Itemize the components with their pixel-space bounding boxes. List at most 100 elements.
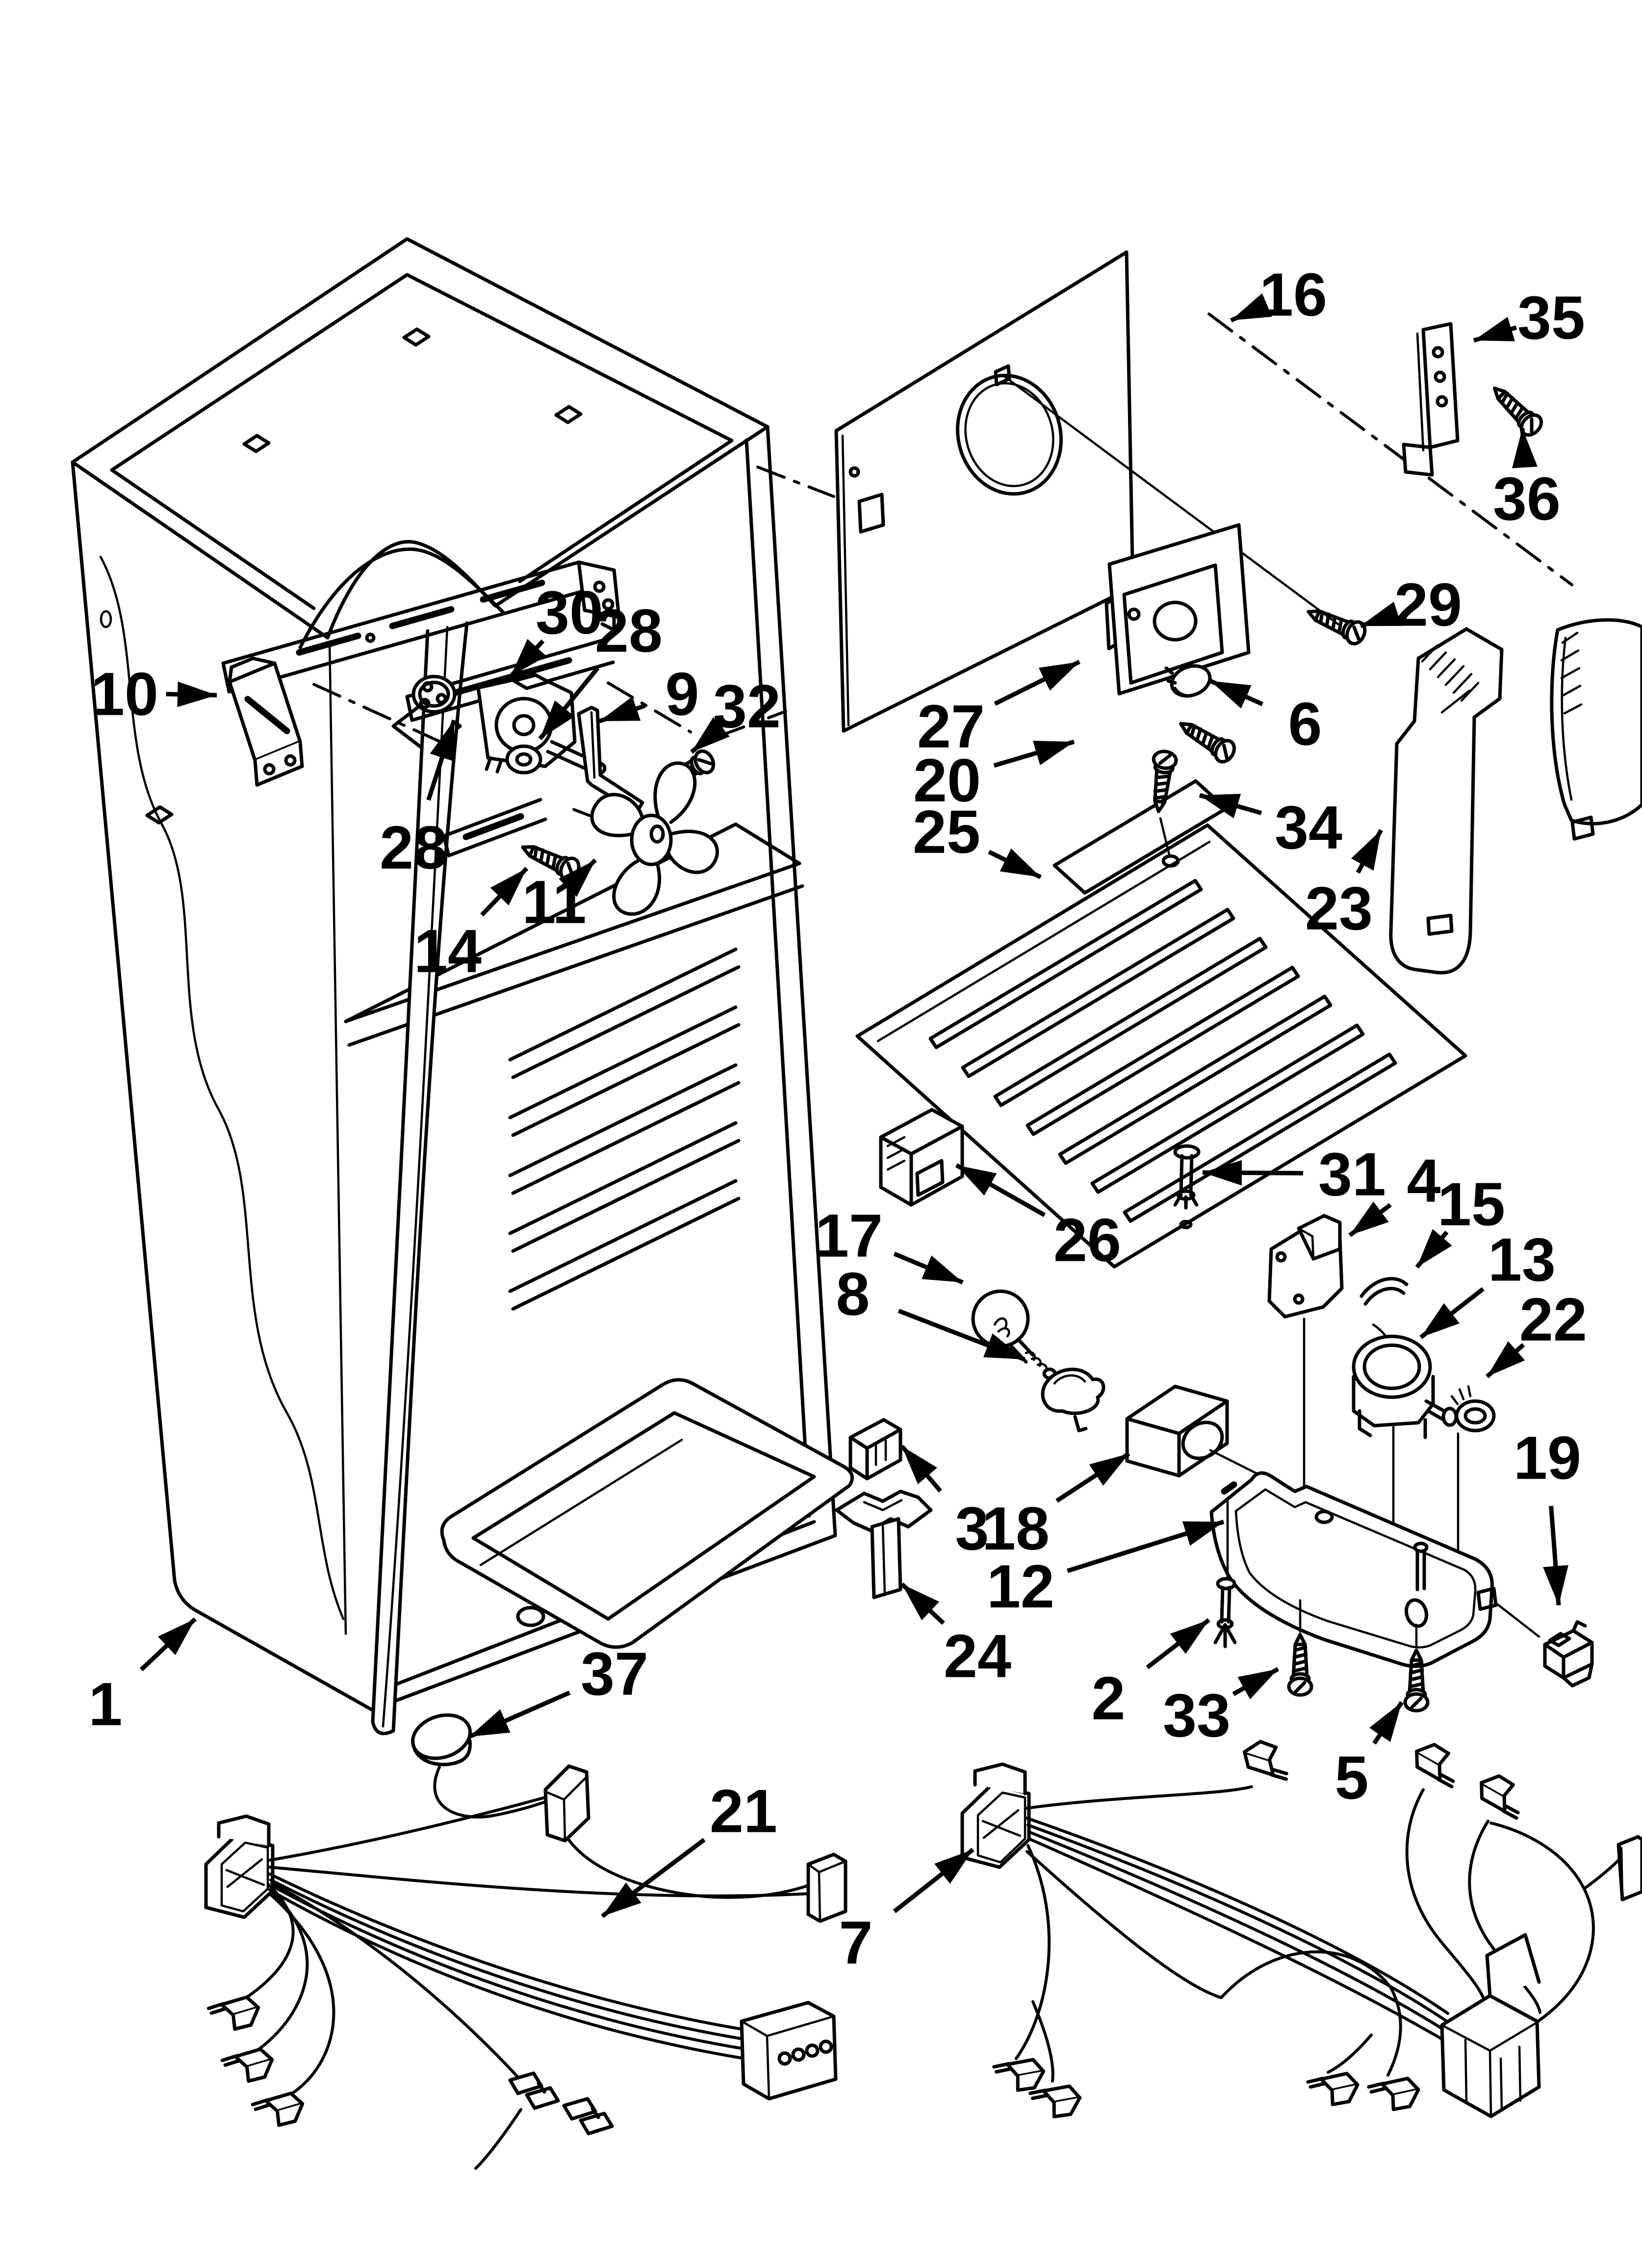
part-number-label: 37 bbox=[581, 1641, 648, 1708]
callout-arrow bbox=[1199, 793, 1262, 819]
callout-19-18: 19 bbox=[1514, 1425, 1581, 1606]
defrost-control-art bbox=[1267, 1214, 1496, 1564]
callout-arrow bbox=[1232, 1667, 1280, 1699]
evaporator-fan-art bbox=[312, 673, 787, 916]
part-number-label: 21 bbox=[710, 1778, 777, 1846]
callout-arrow bbox=[1351, 829, 1383, 874]
callout-arrow bbox=[538, 666, 600, 740]
callout-arrow bbox=[166, 681, 217, 707]
callout-14-13: 14 bbox=[414, 866, 529, 986]
part-number-label: 17 bbox=[815, 1202, 883, 1270]
callout-arrow bbox=[1360, 601, 1402, 628]
callout-11-10: 11 bbox=[522, 858, 597, 937]
callout-arrow bbox=[1209, 678, 1263, 709]
callout-arrow bbox=[900, 1582, 945, 1625]
part-number-label: 29 bbox=[1394, 572, 1462, 639]
part-number-label: 3 bbox=[955, 1495, 989, 1563]
callout-20-19: 20 bbox=[913, 739, 1075, 815]
callout-arrow bbox=[601, 1838, 706, 1918]
part-number-label: 30 bbox=[536, 579, 603, 647]
callout-arrow bbox=[468, 1691, 571, 1739]
callout-7-6: 7 bbox=[839, 1848, 975, 1977]
callout-arrow bbox=[893, 1251, 964, 1285]
callout-9-8: 9 bbox=[598, 661, 699, 729]
callout-8-7: 8 bbox=[836, 1261, 1026, 1362]
callout-31-31: 31 bbox=[1202, 1141, 1386, 1209]
callout-33-33: 33 bbox=[1163, 1667, 1280, 1750]
callout-35-35: 35 bbox=[1473, 285, 1585, 352]
part-number-label: 11 bbox=[522, 869, 586, 937]
callout-6-5: 6 bbox=[1209, 678, 1322, 758]
callout-12-11: 12 bbox=[987, 1519, 1225, 1621]
part-number-label: 31 bbox=[1318, 1141, 1386, 1209]
callout-arrow bbox=[988, 848, 1042, 880]
callout-28-28: 28 bbox=[380, 719, 457, 882]
callout-arrow bbox=[1512, 428, 1538, 469]
part-number-label: 27 bbox=[917, 693, 985, 761]
callout-arrow bbox=[900, 1445, 943, 1493]
callout-10-9: 10 bbox=[91, 661, 217, 729]
refrigerator-liner-art bbox=[71, 237, 854, 1736]
part-number-label: 12 bbox=[987, 1553, 1054, 1621]
callout-23-22: 23 bbox=[1305, 829, 1383, 943]
callout-4-3: 4 bbox=[1348, 1147, 1441, 1237]
callout-arrow bbox=[1369, 1701, 1404, 1745]
part-number-label: 4 bbox=[1407, 1147, 1441, 1215]
part-number-label: 6 bbox=[1288, 691, 1322, 758]
callout-36-36: 36 bbox=[1493, 428, 1561, 533]
callout-arrow bbox=[1473, 316, 1517, 343]
air-damper-art bbox=[879, 1108, 964, 1207]
callout-arrow bbox=[1146, 1618, 1210, 1669]
callout-17-16: 17 bbox=[815, 1202, 964, 1285]
callout-arrow bbox=[1055, 1452, 1130, 1503]
part-number-label: 1 bbox=[89, 1671, 123, 1739]
duct-and-fasteners-art bbox=[1107, 322, 1545, 765]
callout-13-12: 13 bbox=[1419, 1226, 1556, 1339]
part-number-label: 23 bbox=[1305, 875, 1373, 943]
callout-arrow bbox=[139, 1617, 197, 1671]
part-number-label: 32 bbox=[713, 673, 781, 741]
part-number-label: 25 bbox=[913, 799, 980, 866]
callout-arrow bbox=[480, 866, 529, 917]
drain-trough-art bbox=[1209, 1471, 1594, 1711]
callout-18-17: 18 bbox=[982, 1452, 1130, 1563]
callout-25-24: 25 bbox=[913, 799, 1042, 880]
part-number-label: 10 bbox=[91, 661, 158, 729]
air-tower-art bbox=[1389, 618, 1642, 975]
callout-27-26: 27 bbox=[917, 659, 1081, 761]
callout-37-37: 37 bbox=[468, 1641, 648, 1739]
part-number-label: 22 bbox=[1519, 1286, 1587, 1354]
callout-arrow bbox=[1419, 1287, 1485, 1339]
callout-29-29: 29 bbox=[1360, 572, 1462, 639]
callout-21-20: 21 bbox=[601, 1778, 777, 1918]
callout-34-34: 34 bbox=[1199, 793, 1342, 862]
part-number-label: 15 bbox=[1437, 1171, 1505, 1239]
callout-arrow bbox=[559, 858, 597, 897]
callout-30-30: 30 bbox=[509, 579, 603, 678]
callout-arrow bbox=[426, 719, 457, 801]
callout-arrow bbox=[893, 1848, 975, 1913]
part-number-label: 9 bbox=[666, 661, 699, 729]
callout-arrow bbox=[1542, 1506, 1568, 1606]
callout-2-1: 2 bbox=[1092, 1618, 1210, 1733]
callout-arrow bbox=[994, 659, 1081, 706]
callout-5-4: 5 bbox=[1335, 1701, 1404, 1812]
callout-arrow bbox=[1348, 1201, 1392, 1237]
part-number-label: 16 bbox=[1259, 261, 1327, 329]
wiring-harness-right-art bbox=[960, 1734, 1642, 2123]
callout-22-21: 22 bbox=[1486, 1286, 1587, 1379]
callout-arrow bbox=[690, 717, 730, 754]
part-number-label: 8 bbox=[836, 1261, 870, 1329]
part-number-label: 2 bbox=[1092, 1665, 1126, 1733]
part-number-label: 36 bbox=[1493, 466, 1561, 533]
callout-arrow bbox=[1230, 293, 1272, 323]
callout-arrow bbox=[598, 696, 646, 724]
part-number-label: 33 bbox=[1163, 1682, 1231, 1750]
part-number-label: 26 bbox=[1053, 1207, 1121, 1275]
callout-24-23: 24 bbox=[900, 1582, 1011, 1691]
callout-arrow bbox=[1415, 1229, 1452, 1269]
part-number-label: 5 bbox=[1335, 1745, 1369, 1812]
